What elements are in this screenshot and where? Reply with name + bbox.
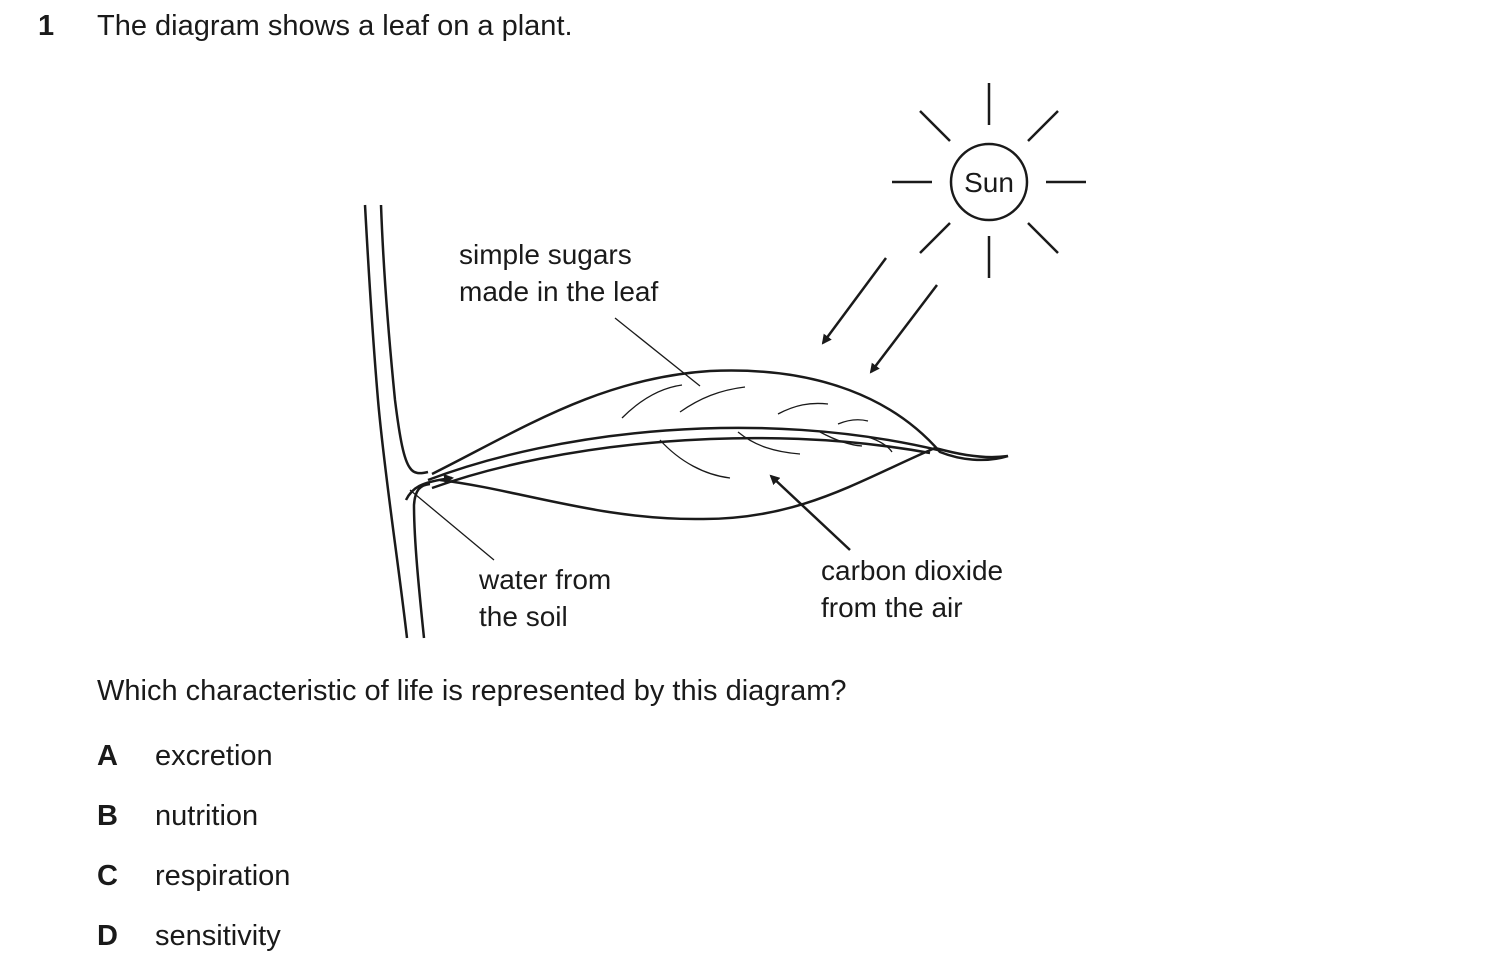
leaf-diagram: Sun simple sugars made in the leaf water… (363, 83, 1086, 639)
water-leader-line (409, 489, 495, 561)
sun-label: Sun (964, 167, 1014, 198)
option-letter: A (97, 740, 118, 772)
option-letter: D (97, 920, 118, 952)
option-text: nutrition (155, 800, 259, 832)
question-number: 1 (38, 10, 55, 42)
option-text: respiration (155, 860, 291, 892)
sugars-label-line2: made in the leaf (459, 276, 658, 307)
sugars-label-line1: simple sugars (459, 239, 632, 270)
sunlight-arrow (821, 257, 888, 345)
sunlight-arrows (821, 257, 938, 374)
option-letter: C (97, 860, 118, 892)
question-prompt: Which characteristic of life is represen… (97, 675, 847, 707)
plant-stem (363, 204, 431, 639)
sugars-leader-line (614, 317, 701, 387)
option-letter: B (97, 800, 118, 832)
co2-arrow (769, 474, 851, 551)
option-text: excretion (155, 740, 273, 772)
co2-label-line1: carbon dioxide (821, 555, 1003, 586)
water-arrow (404, 474, 454, 501)
leaf (427, 369, 1009, 521)
leaf-veins (621, 384, 893, 479)
water-label-line2: the soil (479, 601, 568, 632)
leader-lines (409, 317, 701, 561)
sunlight-arrow (869, 284, 938, 374)
option-text: sensitivity (155, 920, 281, 952)
water-label-line1: water from (478, 564, 611, 595)
co2-label-line2: from the air (821, 592, 963, 623)
sun-icon (892, 83, 1086, 278)
question-stem: The diagram shows a leaf on a plant. (97, 10, 573, 42)
